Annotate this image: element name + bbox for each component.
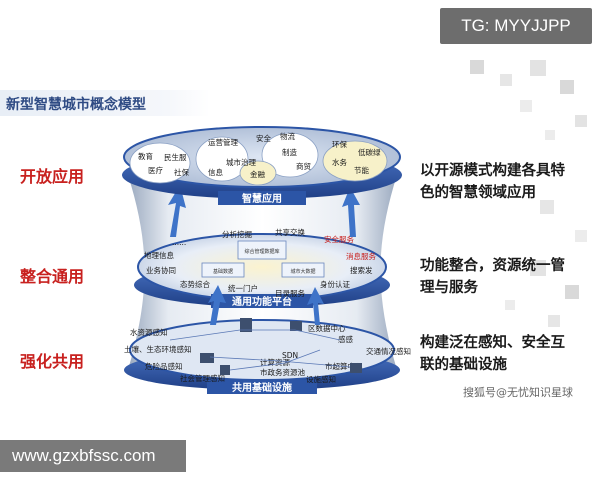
bottom-item: 感感 (338, 334, 353, 344)
up-arrow-icon (307, 287, 324, 325)
segment-label: 商贸 (296, 161, 311, 171)
building-icons (200, 318, 362, 375)
big-data-box (281, 262, 325, 278)
top-ring-label: 智慧应用 (242, 192, 282, 205)
middle-item-top: 分析挖掘 (222, 229, 252, 239)
segment-label: 教育 (138, 151, 153, 161)
middle-item-bottom: 统一门户 (228, 283, 258, 293)
middle-item-top: 共享交换 (275, 227, 305, 237)
up-arrow-icon (168, 185, 186, 237)
bottom-disc-items: 水资源感知 土壤、生态环境感知 危险品感知 社会管理感知 区数据中心 SDN 计… (124, 323, 411, 384)
middle-item-right: 搜索发 (350, 265, 373, 275)
segment-label: 信息 (208, 167, 223, 177)
middle-item-right: 身份认证 (320, 279, 350, 289)
up-arrow-icon (342, 187, 360, 237)
title-bar (0, 90, 210, 116)
center-box-label: 基础数据 (213, 268, 233, 275)
middle-item-bottom: 目录服务 (275, 288, 305, 298)
up-arrow-icon (208, 285, 226, 325)
layer-desc-shared: 构建泛在感知、安全互联的基础设施 (420, 335, 565, 373)
segment-label: 城市治理 (226, 157, 256, 167)
layer-desc-integrate: 功能整合，资源统一管理与服务 (420, 258, 565, 296)
segment-label: 低碳绿 (358, 147, 381, 157)
bottom-item: 水资源感知 (130, 327, 168, 337)
segment-label: 社保 (174, 167, 189, 177)
top-watermark: TG: MYYJJPP (440, 8, 592, 44)
middle-center-boxes: 综合管理数据库 基础数据 城市大数据 (201, 240, 325, 278)
segment-blob (239, 160, 277, 186)
network-lines (169, 329, 351, 371)
top-disc-labels: 教育 医疗 民生服 社保 运营管理 城市治理 信息 安全 物流 制造 商贸 金融… (138, 131, 381, 179)
center-box-label: 城市大数据 (290, 268, 315, 275)
database-box (237, 240, 287, 260)
middle-ring-label-bg (211, 294, 313, 308)
server-icon (220, 365, 230, 375)
base-data-box (201, 262, 245, 278)
bottom-watermark: www.gzxbfssc.com (0, 440, 186, 472)
segment-blob (322, 140, 388, 182)
middle-disc-items: 分析挖掘 共享交换 安全服务 ...... 地理信息 业务协同 态势综合 消息服… (144, 227, 376, 298)
bottom-ring-label: 共用基础设施 (232, 381, 292, 394)
segment-blob (195, 136, 249, 182)
top-ring-label-bg (218, 191, 306, 205)
smart-city-diagram: 共用基础设施 水资源感知 土壤、生态环境感知 危险品感知 社会管理感知 区数据中… (122, 126, 411, 394)
segment-label: 民生服 (164, 152, 187, 162)
segment-label: 金融 (250, 169, 265, 179)
center-box-label: 综合管理数据库 (244, 248, 279, 255)
bottom-item: 危险品感知 (145, 361, 183, 371)
segment-label: 环保 (332, 140, 347, 149)
middle-item-left: ...... (172, 238, 186, 247)
layer-label-integrate: 整合通用 (20, 267, 85, 286)
segment-label: 运营管理 (208, 137, 238, 147)
segment-blob (261, 132, 319, 178)
page-title: 新型智慧城市概念模型 (6, 97, 146, 113)
layer-desc-open: 以开源模式构建各具特色的智慧领域应用 (420, 163, 565, 201)
building-icon (240, 318, 252, 332)
segment-label: 医疗 (148, 165, 163, 175)
segment-blob (129, 142, 191, 184)
bottom-item: 计算资源 (260, 357, 290, 367)
middle-item-top: 安全服务 (324, 234, 354, 244)
bottom-ring-label-bg (207, 380, 317, 394)
bottom-item: 土壤、生态环境感知 (124, 344, 192, 354)
server-icon (200, 353, 214, 363)
building-icon (290, 321, 302, 331)
middle-ring-label: 通用功能平台 (232, 295, 292, 308)
bottom-item: SDN (282, 351, 298, 360)
segment-label: 安全 (256, 133, 271, 143)
segment-label: 节能 (354, 165, 369, 175)
top-disc-segments (129, 132, 388, 186)
bottom-item: 设施感知 (306, 374, 336, 384)
segment-label: 水务 (332, 157, 347, 167)
bottom-item: 交通情况感知 (366, 346, 411, 356)
bottom-item: 社会管理感知 (180, 373, 225, 383)
bottom-item: 市超算中心 (325, 361, 363, 371)
middle-item-left: 业务协同 (146, 265, 176, 275)
brand-credit: 搜狐号@无忧知识星球 (463, 386, 573, 399)
bottom-item: 市政务资源池 (260, 367, 305, 377)
layer-label-open: 开放应用 (20, 167, 85, 186)
arrow-icons (168, 185, 360, 325)
bottom-item: 区数据中心 (308, 323, 346, 333)
middle-item-left: 态势综合 (180, 279, 210, 289)
layer-label-shared: 强化共用 (20, 352, 85, 371)
segment-label: 制造 (282, 147, 297, 157)
middle-item-left: 地理信息 (144, 250, 174, 260)
segment-label: 物流 (280, 131, 295, 141)
middle-item-right: 消息服务 (346, 251, 376, 261)
server-icon (350, 363, 362, 373)
